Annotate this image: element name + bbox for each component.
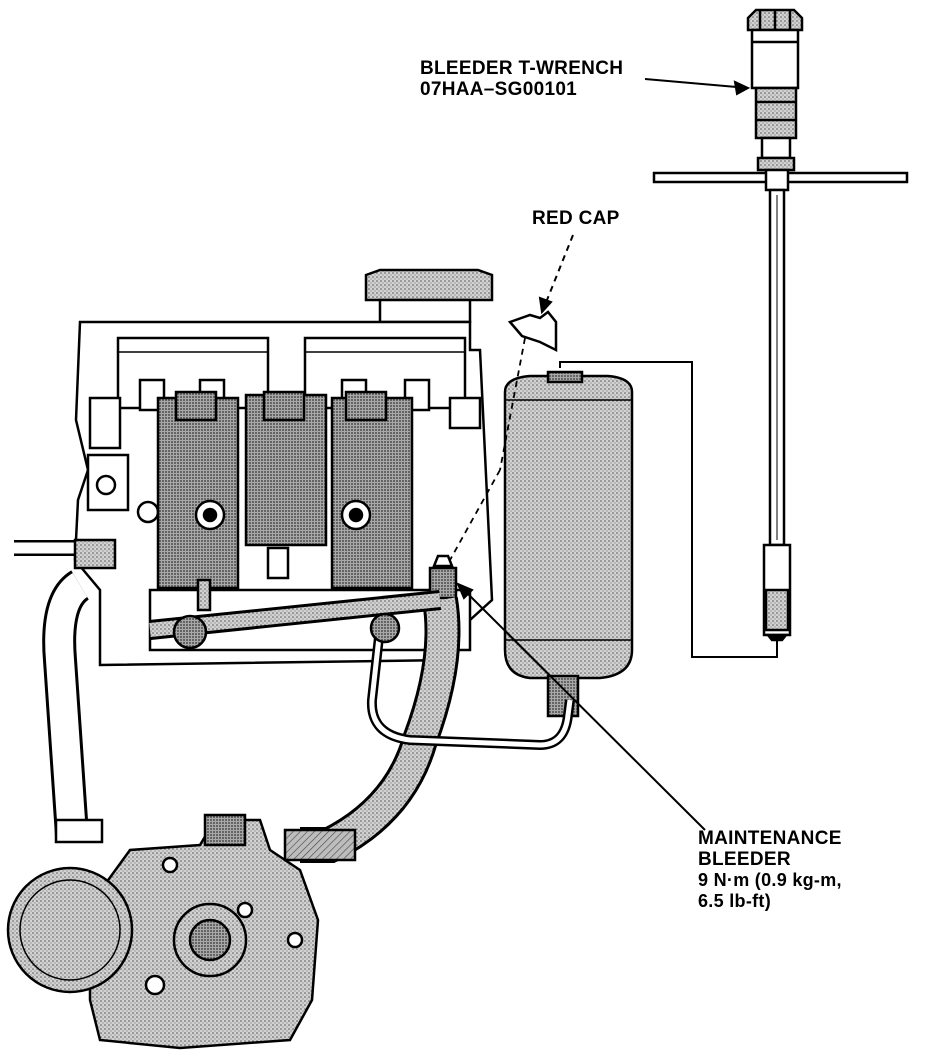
wrench-part-number: 07HAA–SG00101 — [420, 79, 578, 100]
maintenance-bleeder-label: MAINTENANCE BLEEDER 9 N·m (0.9 kg-m, 6.5… — [698, 828, 842, 912]
bleeder-leader — [461, 587, 706, 831]
bleeder-torque-line2: 6.5 lb-ft) — [698, 891, 771, 911]
red-cap-label: RED CAP — [532, 208, 620, 229]
bleeder-arrowhead — [456, 582, 474, 600]
wrench-leader — [644, 78, 749, 89]
solenoid-valves — [156, 390, 414, 612]
bleeder-t-wrench — [652, 8, 909, 642]
accumulator — [503, 370, 634, 718]
red-cap — [449, 310, 558, 561]
red-cap-arrowhead — [538, 296, 553, 315]
pump-motor — [6, 813, 357, 1050]
bleeder-name-line1: MAINTENANCE — [698, 828, 842, 849]
bleeder-t-wrench-label: BLEEDER T-WRENCH 07HAA–SG00101 — [420, 58, 623, 100]
red-cap-text: RED CAP — [532, 208, 620, 229]
wrench-connector-line — [559, 361, 778, 658]
wrench-arrowhead — [733, 80, 751, 96]
leader-lines — [456, 78, 751, 831]
brake-lines — [14, 538, 575, 863]
wrench-name: BLEEDER T-WRENCH — [420, 58, 624, 79]
red-cap-leader — [544, 234, 574, 306]
bleeder-torque-line1: 9 N·m (0.9 kg-m, — [698, 870, 842, 890]
bleeder-name-line2: BLEEDER — [698, 849, 791, 870]
